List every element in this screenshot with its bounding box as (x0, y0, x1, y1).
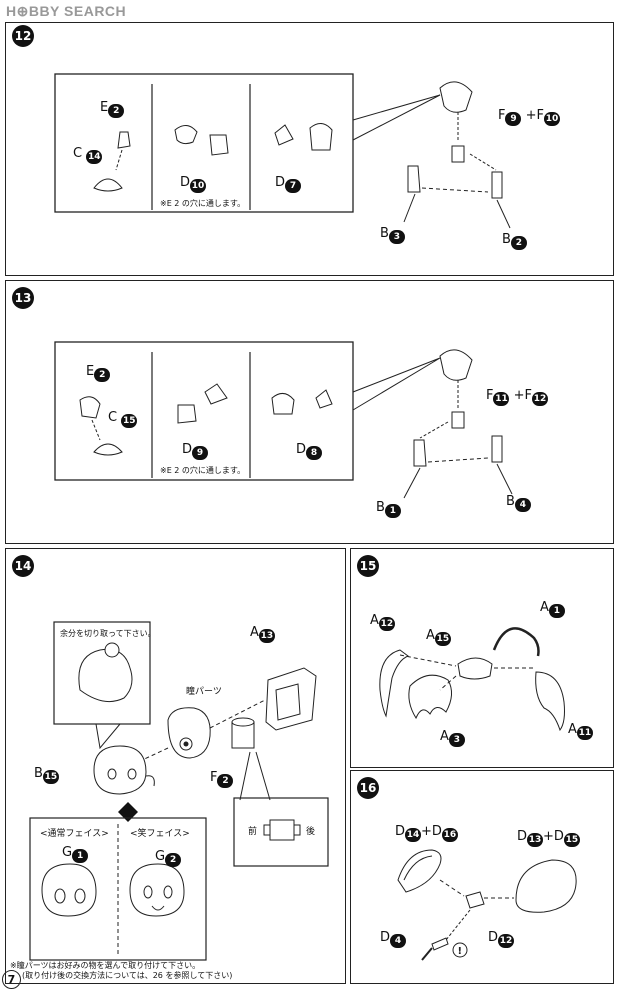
s13-c-label: C 15 (108, 410, 138, 428)
s14-footnote-1: ※瞳パーツはお好みの物を選んで取り付けて下さい。 (10, 961, 201, 970)
step-14-badge: 14 (12, 555, 34, 577)
step-13-panel: 13 (5, 280, 614, 544)
s14-front-label: 前 (248, 827, 258, 837)
s12-c-label: C 14 (73, 146, 103, 164)
hobby-search-logo: H⊕BBY SEARCH (6, 3, 127, 19)
s14-back-label: 後 (306, 827, 316, 837)
s14-face1-title: <通常フェイス> (40, 829, 109, 839)
s14-footnote-2: (取り付け後の交換方法については、26 を参照して下さい) (22, 971, 233, 980)
step-12-panel: 12 (5, 22, 614, 276)
s12-note: ※E 2 の穴に通します。 (160, 199, 246, 208)
s13-note: ※E 2 の穴に通します。 (160, 466, 246, 475)
step-13-badge: 13 (12, 287, 34, 309)
s14-cut-note: 余分を切り取って下さい。 (60, 629, 156, 638)
s14-face2-title: <笑フェイス> (130, 829, 190, 839)
page-number: 7 (2, 970, 21, 989)
step-16-badge: 16 (357, 777, 379, 799)
svg-text:!: ! (458, 946, 463, 957)
step-15-badge: 15 (357, 555, 379, 577)
s14-pupil-label: 瞳パーツ (186, 687, 222, 697)
step-12-badge: 12 (12, 25, 34, 47)
